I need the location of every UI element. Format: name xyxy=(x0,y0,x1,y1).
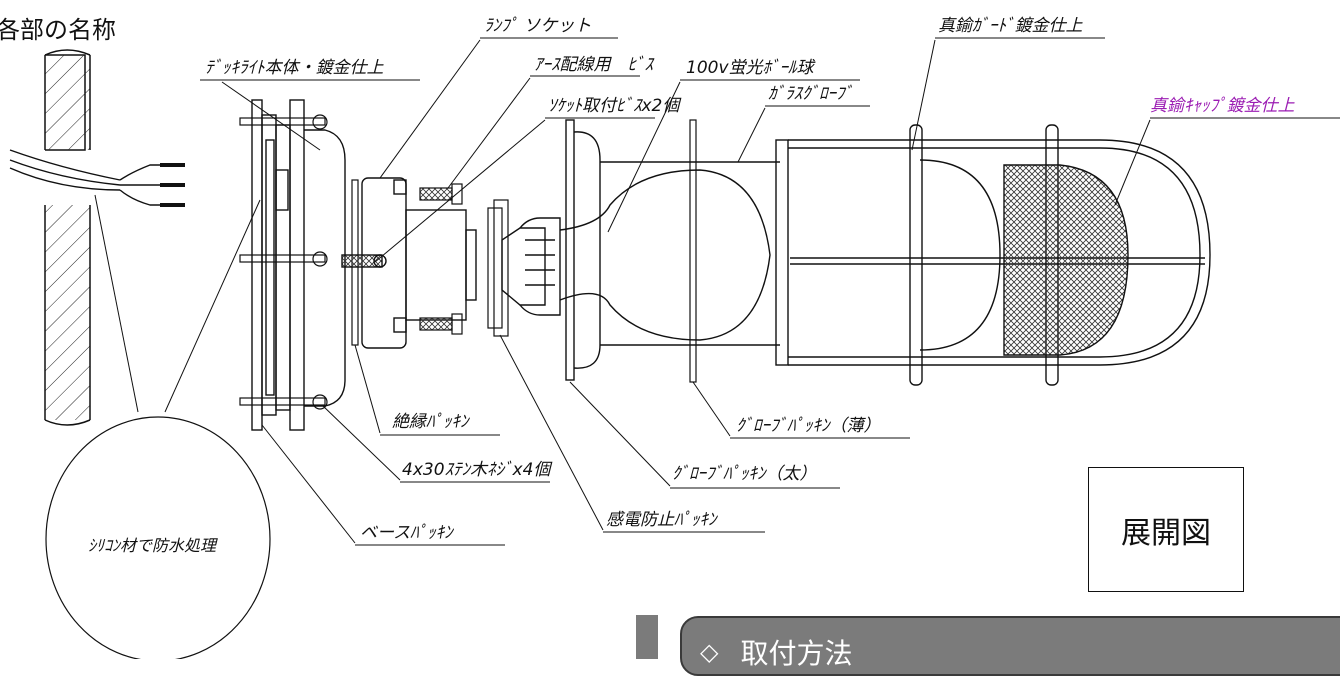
section-marker xyxy=(636,615,658,659)
label-globe-packing-thin: ｸﾞﾛｰﾌﾞﾊﾟｯｷﾝ（薄） xyxy=(736,416,881,436)
silicon-note: ｼﾘｺﾝ材で防水処理 xyxy=(88,536,217,555)
label-socket-screws: ｿｹｯﾄ取付ﾋﾞｽx2個 xyxy=(548,96,680,116)
label-insulation-packing: 絶縁ﾊﾟｯｷﾝ xyxy=(392,412,469,432)
bulb-base xyxy=(501,217,561,316)
label-earth-wire-screw: ｱｰｽ配線用 ﾋﾞｽ xyxy=(534,55,653,75)
wood-screws xyxy=(239,114,328,410)
label-brass-cap: 真鍮ｷｬｯﾌﾟ鍍金仕上 xyxy=(1150,96,1295,116)
silicon-leaders xyxy=(94,194,261,413)
leader-lines xyxy=(200,37,1340,546)
shock-packing-part xyxy=(487,199,509,337)
section-header-install[interactable]: ◇ 取付方法 xyxy=(680,616,1340,676)
label-glass-globe: ｶﾞﾗｽｸﾞﾛｰﾌﾞ xyxy=(768,84,853,104)
section-title: 取付方法 xyxy=(740,637,853,670)
label-bulb: 100v蛍光ﾎﾞｰﾙ球 xyxy=(686,58,814,78)
label-brass-guard: 真鍮ｶﾞｰﾄﾞ鍍金仕上 xyxy=(938,16,1083,36)
globe-packing-thin-part xyxy=(689,119,697,383)
power-cable xyxy=(9,149,185,207)
glass-globe-part xyxy=(559,119,780,381)
exploded-view-drawing xyxy=(9,37,1340,659)
page-title: 各部の名称 xyxy=(0,16,116,44)
silicon-callout-circle xyxy=(45,416,271,659)
brass-guard-part xyxy=(775,124,1211,386)
base-flange xyxy=(251,99,346,431)
label-deck-light-body: ﾃﾞｯｷﾗｲﾄ本体・鍍金仕上 xyxy=(205,58,384,78)
exploded-view-box: 展開図 xyxy=(1088,467,1244,592)
label-base-packing: ベースﾊﾟｯｷﾝ xyxy=(360,523,453,543)
brass-cap-part xyxy=(1003,164,1129,356)
exploded-view-label: 展開図 xyxy=(1121,515,1211,551)
socket-screws xyxy=(419,183,463,335)
diamond-icon: ◇ xyxy=(700,638,719,666)
label-shock-packing: 感電防止ﾊﾟｯｷﾝ xyxy=(606,510,717,530)
wall xyxy=(44,49,91,426)
label-wood-screws: 4x30ｽﾃﾝ木ﾈｼﾞx4個 xyxy=(402,460,551,480)
label-lamp-socket: ﾗﾝﾌﾟ ソケット xyxy=(484,16,592,36)
label-globe-packing-thick: ｸﾞﾛｰﾌﾞﾊﾟｯｷﾝ（太） xyxy=(672,464,817,484)
